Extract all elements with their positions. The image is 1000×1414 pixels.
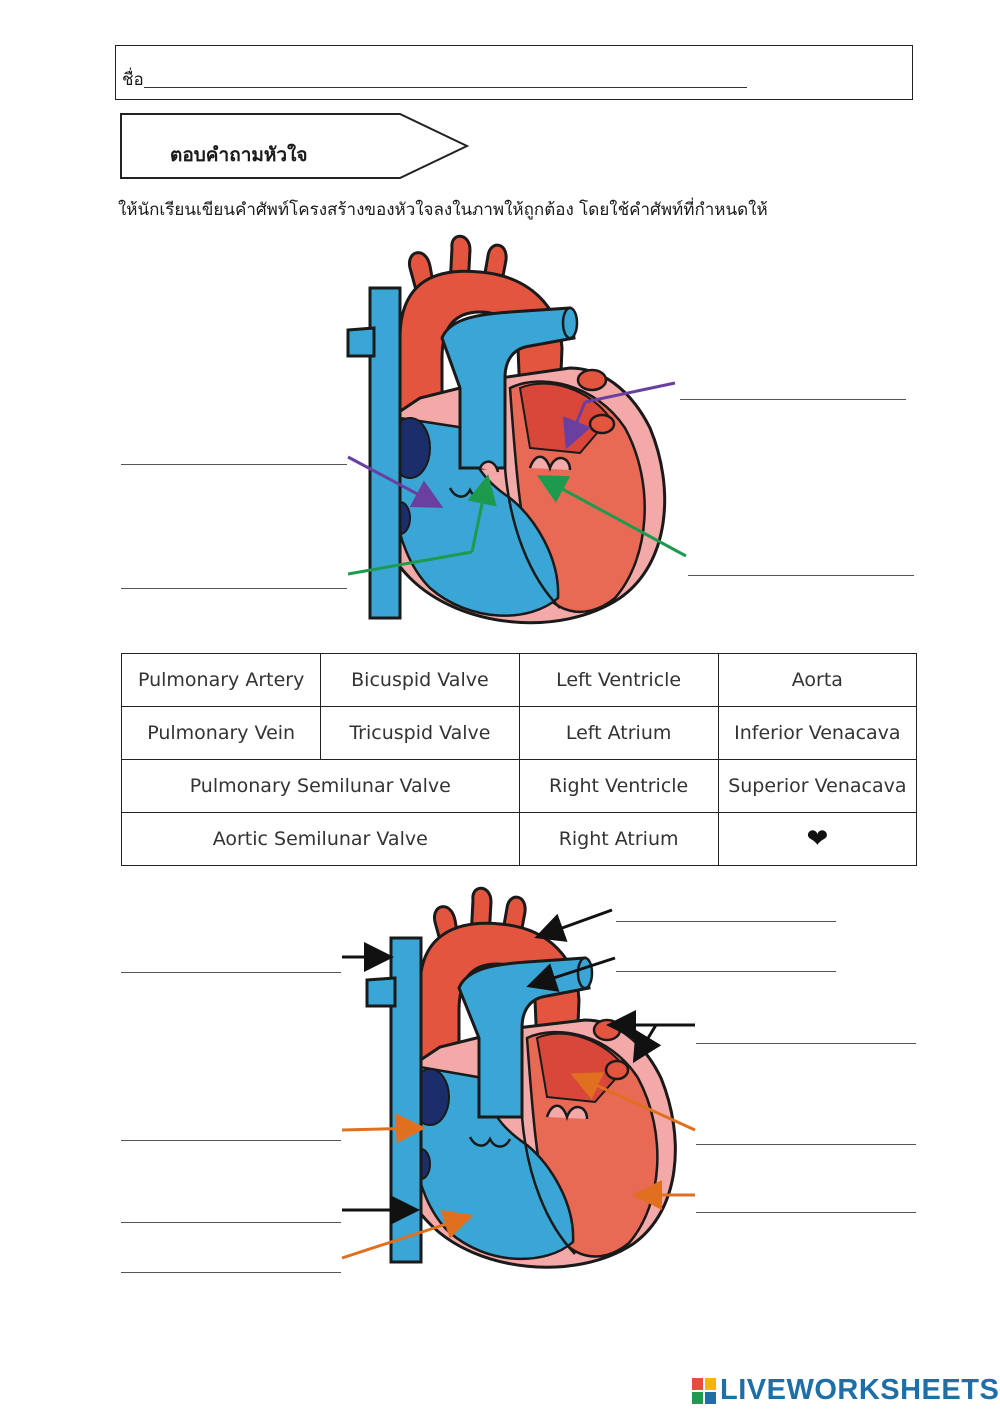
- green-arrow-left-tip: [467, 474, 497, 553]
- term-cell: Right Ventricle: [518, 759, 719, 813]
- black-arrow-pv-2: [632, 1024, 662, 1064]
- orange-arrow-la: [570, 1072, 696, 1132]
- title-tag-shape: [120, 113, 470, 179]
- term-cell: Pulmonary Vein: [120, 706, 322, 760]
- answer-line-top-3[interactable]: [121, 588, 347, 589]
- term-cell: Right Atrium: [518, 812, 719, 866]
- purple-arrow-left: [347, 455, 444, 508]
- section-title: ตอบคำถามหัวใจ: [170, 144, 308, 166]
- answer-line-bottom-9[interactable]: [121, 1272, 341, 1273]
- logo-text: LIVEWORKSHEETS: [720, 1374, 1000, 1406]
- term-cell: Left Ventricle: [518, 653, 719, 707]
- purple-arrow-right: [584, 381, 676, 404]
- name-label: ชื่อ: [122, 70, 144, 90]
- table-row: Pulmonary Vein Tricuspid Valve Left Atri…: [120, 706, 918, 760]
- purple-arrow-right-tip: [563, 401, 591, 450]
- answer-line-bottom-4[interactable]: [696, 1043, 916, 1044]
- orange-arrow-ra: [341, 1113, 426, 1144]
- answer-line-bottom-2[interactable]: [616, 971, 836, 972]
- answer-line-bottom-1[interactable]: [616, 921, 836, 922]
- heart-icon-cell: ❤: [717, 812, 918, 866]
- term-cell: Tricuspid Valve: [320, 706, 520, 760]
- answer-line-top-2[interactable]: [121, 464, 347, 465]
- liveworksheets-logo-icon: [692, 1377, 716, 1404]
- name-box: ชื่อ: [115, 45, 913, 100]
- term-cell: Pulmonary Semilunar Valve: [121, 759, 520, 813]
- term-cell: Superior Venacava: [717, 759, 918, 813]
- green-arrow-right: [536, 475, 687, 558]
- answer-line-top-4[interactable]: [688, 575, 914, 576]
- terms-table: Pulmonary Artery Bicuspid Valve Left Ven…: [120, 653, 918, 866]
- black-arrow-pulmonary-artery: [526, 956, 616, 992]
- name-input-line[interactable]: [144, 87, 747, 88]
- answer-line-bottom-8[interactable]: [121, 1222, 341, 1223]
- answer-line-top-1[interactable]: [680, 399, 906, 400]
- table-row: Pulmonary Semilunar Valve Right Ventricl…: [121, 759, 918, 813]
- answer-line-bottom-6[interactable]: [696, 1144, 916, 1145]
- heart-diagram-top: [346, 234, 667, 625]
- black-arrow-aorta: [534, 908, 613, 942]
- arrows-top: [347, 381, 687, 576]
- answer-line-bottom-7[interactable]: [696, 1212, 916, 1213]
- answer-line-bottom-3[interactable]: [121, 972, 341, 973]
- green-arrow-left: [347, 550, 473, 576]
- liveworksheets-logo[interactable]: LIVEWORKSHEETS: [692, 1374, 999, 1407]
- table-row: Aortic Semilunar Valve Right Atrium ❤: [121, 812, 918, 866]
- term-cell: Left Atrium: [518, 706, 719, 760]
- table-row: Pulmonary Artery Bicuspid Valve Left Ven…: [120, 653, 918, 707]
- arrows-bottom: [341, 908, 696, 1260]
- term-cell: Pulmonary Artery: [120, 653, 322, 707]
- instruction-text: ให้นักเรียนเขียนคำศัพท์โครงสร้างของหัวใจ…: [118, 200, 768, 220]
- term-cell: Aorta: [717, 653, 918, 707]
- term-cell: Aortic Semilunar Valve: [121, 812, 520, 866]
- heart-icon: ❤: [806, 824, 829, 854]
- answer-line-bottom-5[interactable]: [121, 1140, 341, 1141]
- orange-arrow-rv: [341, 1210, 474, 1260]
